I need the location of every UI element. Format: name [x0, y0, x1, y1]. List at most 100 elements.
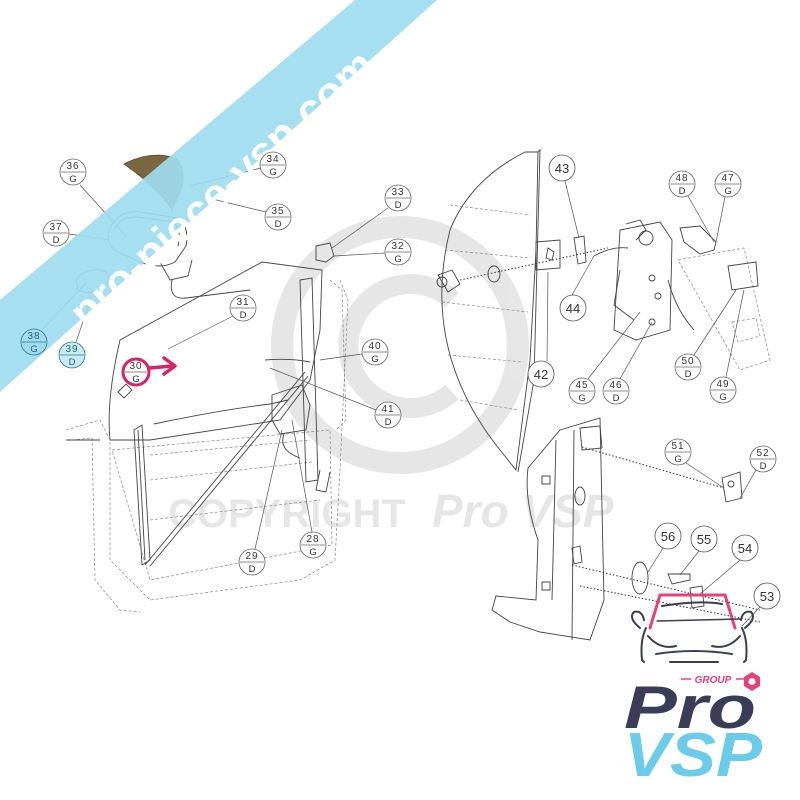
door-inner-frame: [65, 279, 349, 613]
callout-48: 48 D: [668, 170, 696, 198]
svg-text:G: G: [309, 547, 316, 558]
svg-text:56: 56: [661, 529, 675, 544]
svg-text:G: G: [132, 374, 139, 385]
lock-axis-line: [459, 247, 609, 281]
svg-text:G: G: [269, 167, 276, 178]
callout-51: 51 G: [664, 438, 692, 466]
callout-35: 35 D: [264, 203, 292, 231]
svg-text:G: G: [578, 393, 585, 404]
svg-text:G: G: [394, 254, 401, 265]
hex-nut-icon: [744, 672, 760, 691]
svg-text:D: D: [613, 393, 620, 404]
callout-34: 34 G: [259, 151, 287, 179]
svg-text:51: 51: [671, 441, 684, 452]
callout-36: 36 G: [59, 158, 87, 186]
svg-text:G: G: [371, 354, 378, 365]
svg-text:41: 41: [381, 404, 394, 415]
door-glass: [108, 261, 323, 441]
latch-lever: [677, 225, 771, 371]
callout-38: 38 G: [20, 328, 48, 356]
svg-text:G: G: [30, 344, 37, 355]
svg-text:D: D: [685, 369, 692, 380]
svg-text:38: 38: [27, 331, 40, 342]
callout-49: 49 G: [709, 376, 737, 404]
callout-32: 32 G: [384, 238, 412, 266]
callout-55: 55: [690, 525, 718, 553]
callout-56: 56: [654, 522, 682, 550]
callout-46: 46 D: [602, 377, 630, 405]
callout-50: 50 D: [674, 353, 702, 381]
callout-52: 52 D: [749, 445, 777, 473]
car-outline-icon: [631, 593, 754, 663]
svg-text:36: 36: [66, 161, 79, 172]
door-hinge-upper: [721, 471, 743, 503]
svg-text:48: 48: [675, 173, 688, 184]
svg-text:D: D: [53, 235, 60, 246]
callout-31: 31 D: [229, 294, 257, 322]
window-regulator: [66, 277, 331, 567]
leader-lines: [41, 167, 761, 627]
svg-text:G: G: [719, 392, 726, 403]
callout-54: 54: [731, 534, 759, 562]
callout-33: 33 D: [384, 184, 412, 212]
highlight-arrow-icon: [148, 356, 177, 376]
svg-text:D: D: [385, 417, 392, 428]
svg-text:49: 49: [716, 379, 729, 390]
logo-pro-text: Pro: [624, 674, 756, 741]
callout-44: 44: [559, 294, 587, 322]
svg-text:50: 50: [681, 356, 694, 367]
svg-text:43: 43: [555, 161, 569, 176]
callout-37: 37 D: [42, 219, 70, 247]
svg-text:D: D: [679, 186, 686, 197]
watermark-band: pro-piece-vsp.com: [0, 0, 437, 392]
callout-47: 47 G: [714, 170, 742, 198]
door-check-strap: [631, 561, 705, 609]
callout-53: 53: [753, 582, 781, 610]
svg-text:35: 35: [271, 206, 284, 217]
svg-text:45: 45: [575, 380, 588, 391]
callout-45: 45 G: [568, 377, 596, 405]
svg-text:29: 29: [245, 551, 258, 562]
door-shell: [491, 417, 605, 641]
svg-text:32: 32: [391, 241, 404, 252]
door-outer-panel: [441, 148, 541, 473]
svg-text:37: 37: [49, 222, 62, 233]
svg-text:D: D: [760, 461, 767, 472]
hinge-axis-line-upper: [581, 446, 725, 489]
svg-text:D: D: [395, 200, 402, 211]
callout-42: 42: [527, 360, 555, 388]
svg-text:31: 31: [236, 297, 249, 308]
svg-text:47: 47: [721, 173, 734, 184]
svg-text:D: D: [69, 357, 76, 368]
lock-plate: [535, 239, 561, 271]
svg-text:G: G: [674, 454, 681, 465]
svg-text:52: 52: [756, 448, 769, 459]
callout-28: 28 G: [299, 531, 327, 559]
mirror-trim-piece: [315, 242, 335, 263]
svg-text:54: 54: [738, 541, 752, 556]
callout-30-highlighted: 30 G: [121, 357, 151, 387]
svg-text:D: D: [249, 564, 256, 575]
logo-vsp-text: VSP: [624, 721, 763, 790]
brand-logo: GROUP Pro VSP: [624, 593, 763, 790]
door-lock-mechanism: [593, 219, 695, 341]
svg-text:39: 39: [65, 344, 78, 355]
svg-text:40: 40: [368, 341, 381, 352]
svg-text:G: G: [69, 174, 76, 185]
svg-text:42: 42: [534, 367, 548, 382]
svg-text:GROUP: GROUP: [695, 675, 732, 686]
watermark-text: pro-piece-vsp.com: [60, 40, 384, 337]
copyright-watermark: COPYRIGHT Pro VSP: [168, 216, 614, 537]
svg-text:G: G: [724, 186, 731, 197]
copyright-brand: Pro VSP: [432, 485, 614, 537]
callout-29: 29 D: [238, 548, 266, 576]
svg-text:53: 53: [760, 589, 774, 604]
callout-39: 39 D: [58, 341, 86, 369]
svg-text:55: 55: [697, 532, 711, 547]
callout-40: 40 G: [361, 338, 389, 366]
copyright-text: COPYRIGHT: [168, 492, 406, 536]
callout-43: 43: [548, 154, 576, 182]
callouts: 36 G 34 G 35 D 37 D 33 D 32 G: [20, 151, 781, 610]
svg-text:33: 33: [391, 187, 404, 198]
